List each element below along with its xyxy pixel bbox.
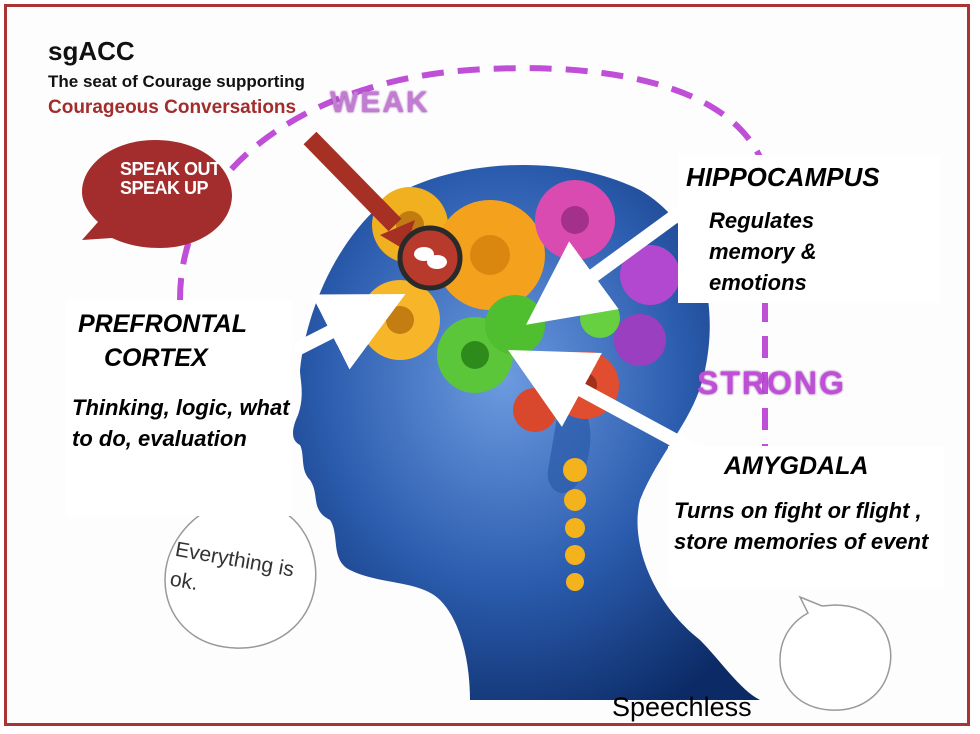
amygdala-description: Turns on fight or flight , store memorie…	[674, 498, 929, 554]
sgacc-arrow	[303, 131, 402, 232]
page-subtitle-highlight: Courageous Conversations	[48, 97, 297, 118]
logo-bubble	[82, 140, 232, 248]
prefrontal-title: PREFRONTAL	[78, 310, 247, 338]
ok-bubble	[164, 493, 317, 649]
spine-gears	[563, 458, 587, 591]
prefrontal-arrow	[291, 294, 406, 370]
prefrontal-label-box	[66, 300, 292, 516]
hippocampus-label-box	[678, 155, 940, 303]
speechless-bubble	[779, 595, 892, 711]
prefrontal-description: Thinking, logic, what to do, evaluation	[72, 395, 290, 451]
page-subtitle: The seat of Courage supporting	[48, 72, 305, 91]
page-title: sgACC	[48, 36, 135, 66]
prefrontal-title-2: CORTEX	[104, 344, 208, 372]
hippocampus-description: Regulates memory & emotions	[709, 208, 817, 295]
hippocampus-arrow	[526, 202, 691, 325]
amygdala-title: AMYGDALA	[724, 452, 869, 480]
strong-label: STRONG	[697, 365, 846, 401]
logo-text: SPEAK OUT SPEAK UP	[120, 159, 221, 198]
chat-icon	[414, 247, 447, 269]
speechless-text: Speechless	[612, 692, 752, 722]
weak-label: WEAK	[330, 86, 430, 119]
amygdala-label-box	[668, 446, 944, 588]
hippocampus-title: HIPPOCAMPUS	[686, 162, 880, 192]
